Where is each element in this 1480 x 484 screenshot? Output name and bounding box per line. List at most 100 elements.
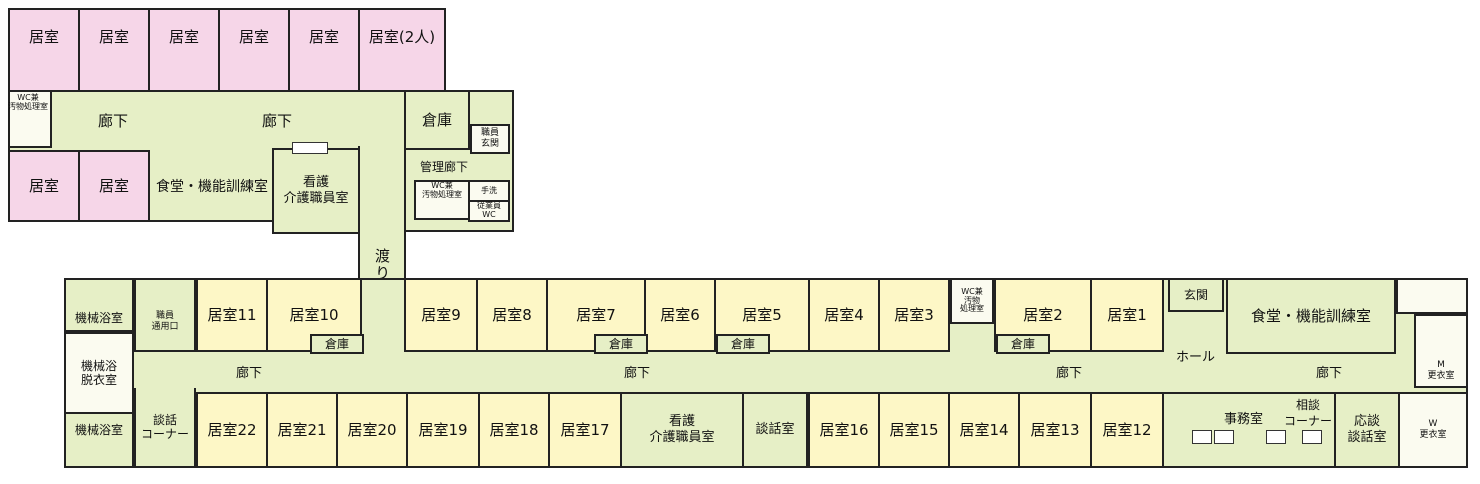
- room-label: 居室18: [489, 421, 539, 439]
- toilet-area: [1396, 278, 1468, 314]
- room-label: 居室7: [576, 306, 616, 324]
- staff-door: 職員 通用口: [134, 278, 196, 352]
- south-room-1: 居室22: [196, 392, 268, 468]
- lounge-left-label: 談話 コーナー: [140, 412, 189, 441]
- room-label: 居室16: [819, 421, 869, 439]
- upper-room-top-3: 居室: [148, 8, 220, 92]
- storage-label: 倉庫: [421, 111, 452, 129]
- staff-door-label: 職員 通用口: [151, 311, 179, 332]
- staff-entrance-label: 職員 玄関: [480, 128, 499, 149]
- corridor-label-4: 廊下: [1316, 366, 1343, 381]
- storage-label: 倉庫: [324, 336, 349, 351]
- room-label: 居室11: [207, 306, 257, 324]
- south-room-5: 居室18: [478, 392, 550, 468]
- room-label: 居室4: [824, 306, 864, 324]
- room-label: 居室17: [560, 421, 610, 439]
- wc-small: WC兼 汚物 処理室: [950, 278, 994, 324]
- south-room-3: 居室20: [336, 392, 408, 468]
- lounge-left: 談話 コーナー: [134, 388, 196, 468]
- room-label: 居室6: [660, 306, 700, 324]
- south-room-10: 居室13: [1018, 392, 1092, 468]
- room-label: 居室5: [742, 306, 782, 324]
- mech-bath-1-label: 機械浴室: [74, 310, 123, 325]
- talk-room-label: 談話室: [755, 422, 795, 438]
- storage-3: 倉庫: [716, 334, 770, 354]
- mech-changing: 機械浴 脱衣室: [64, 332, 134, 414]
- north-room-4: 居室8: [476, 278, 548, 352]
- room-label: 居室1: [1107, 306, 1147, 324]
- dining-2: 食堂・機能訓練室: [1226, 278, 1396, 354]
- room-label: 居室22: [207, 421, 257, 439]
- storage-1: 倉庫: [310, 334, 364, 354]
- upper-room-top-4: 居室: [218, 8, 290, 92]
- room-label: 居室13: [1030, 421, 1080, 439]
- north-room-9: 居室3: [878, 278, 950, 352]
- room-label: 居室19: [418, 421, 468, 439]
- desk-2: [1214, 430, 1234, 444]
- mech-changing-label: 機械浴 脱衣室: [80, 358, 117, 387]
- room-label: 居室: [28, 177, 59, 195]
- upper-storage: 倉庫: [404, 90, 470, 150]
- upper-room-top-5: 居室: [288, 8, 360, 92]
- talk-room: 談話室: [742, 392, 808, 468]
- room-label: 居室9: [421, 306, 461, 324]
- room-label: 居室: [98, 177, 129, 195]
- room-label: 居室10: [289, 306, 339, 324]
- wc2-label: WC兼 汚物処理室: [422, 181, 462, 199]
- room-label: 居室12: [1102, 421, 1152, 439]
- north-room-6: 居室6: [644, 278, 716, 352]
- wc-label: WC兼 汚物処理室: [8, 93, 48, 111]
- north-room-8: 居室4: [808, 278, 880, 352]
- m-changing: M 更衣室: [1414, 314, 1468, 388]
- upper-dining-label: 食堂・機能訓練室: [156, 179, 268, 195]
- consult-room: 応談 談話室: [1334, 392, 1400, 468]
- south-room-2: 居室21: [266, 392, 338, 468]
- room-label: 居室: [238, 28, 269, 46]
- mech-bath-1: 機械浴室: [64, 278, 134, 332]
- south-room-7: 居室16: [808, 392, 880, 468]
- w-changing: W 更衣室: [1398, 392, 1468, 468]
- storage-2: 倉庫: [594, 334, 648, 354]
- upper-nurse-station: 看護 介護職員室: [272, 148, 360, 234]
- storage-4: 倉庫: [996, 334, 1050, 354]
- room-label: 居室20: [347, 421, 397, 439]
- mech-bath-2: 機械浴室: [64, 412, 134, 468]
- m-changing-label: M 更衣室: [1427, 360, 1455, 382]
- room-label: 居室: [98, 28, 129, 46]
- upper-room-lower-1: 居室: [8, 150, 80, 222]
- upper-corridor-zone: [8, 90, 408, 152]
- south-room-4: 居室19: [406, 392, 480, 468]
- room-label: 居室: [168, 28, 199, 46]
- room-label: 居室3: [894, 306, 934, 324]
- upper-room-top-1: 居室: [8, 8, 80, 92]
- entrance-label: 玄関: [1183, 287, 1208, 302]
- south-room-6: 居室17: [548, 392, 622, 468]
- room-label: 居室21: [277, 421, 327, 439]
- upper-wc2: WC兼 汚物処理室: [414, 180, 470, 220]
- consult-room-label: 応談 談話室: [1347, 414, 1387, 445]
- upper-room-top-2: 居室: [78, 8, 150, 92]
- upper-room-top-6: 居室(2人): [358, 8, 446, 92]
- upper-wc: WC兼 汚物処理室: [8, 90, 52, 148]
- room-label: 居室2: [1023, 306, 1063, 324]
- handwash: 手洗: [468, 180, 510, 202]
- storage-label: 倉庫: [608, 336, 633, 351]
- north-room-11: 居室1: [1090, 278, 1164, 352]
- corridor-label-2: 廊下: [624, 366, 651, 381]
- entrance: 玄関: [1168, 278, 1224, 312]
- storage-label: 倉庫: [730, 336, 755, 351]
- handwash-label: 手洗: [481, 185, 497, 195]
- room-label: 居室: [28, 28, 59, 46]
- corridor-label-1: 廊下: [236, 366, 263, 381]
- wc-small-label: WC兼 汚物 処理室: [960, 286, 984, 314]
- room-label: 居室14: [959, 421, 1009, 439]
- nurse-station-2-label: 看護 介護職員室: [649, 414, 715, 445]
- north-room-3: 居室9: [404, 278, 478, 352]
- office-label: 事務室: [1224, 412, 1264, 427]
- hall-label: ホール: [1176, 350, 1216, 365]
- consult-corner-label: 相談 コーナー: [1284, 398, 1333, 428]
- corridor-label-3: 廊下: [1056, 366, 1083, 381]
- desk-4: [1302, 430, 1322, 444]
- room-label: 居室8: [492, 306, 532, 324]
